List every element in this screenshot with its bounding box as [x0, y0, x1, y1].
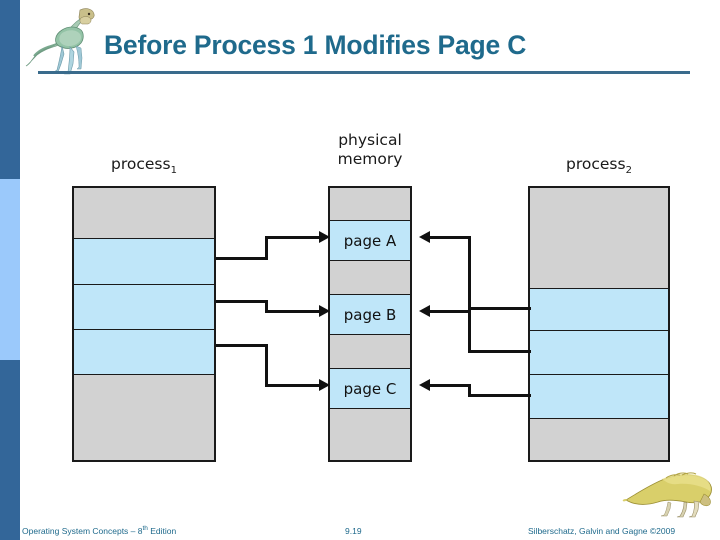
- frame-4: [330, 334, 410, 368]
- process2-band-2: [530, 330, 668, 374]
- connector-p2-b-seg1: [471, 350, 531, 353]
- process2-address-space: [528, 186, 670, 462]
- connector-p2-a-arrowhead: [419, 231, 430, 243]
- left-sidebar-bar: [0, 0, 20, 540]
- dinosaur-mascot-bottom-icon: [622, 472, 712, 518]
- process2-band-0: [530, 188, 668, 288]
- process1-band-0: [74, 188, 214, 238]
- footer-book-title: Operating System Concepts – 8th Edition: [22, 525, 177, 536]
- connector-p2-c-arrowhead: [419, 379, 430, 391]
- connector-p2-b-seg2: [468, 310, 471, 353]
- connector-p1-c-seg1: [216, 344, 268, 347]
- connector-p1-c-seg2: [265, 344, 268, 387]
- frame-2: [330, 260, 410, 294]
- connector-p2-a-seg2: [468, 236, 471, 310]
- slide-title: Before Process 1 Modifies Page C: [104, 30, 527, 60]
- footer-copyright: Silberschatz, Galvin and Gagne ©2009: [528, 526, 676, 536]
- frame-page-b: page B: [330, 294, 410, 334]
- connector-p1-b-seg2: [265, 300, 268, 313]
- frame-page-c: page C: [330, 368, 410, 408]
- connector-p1-b-seg1: [216, 300, 268, 303]
- connector-p2-c-seg1: [471, 394, 531, 397]
- connector-p2-c-seg2: [468, 384, 471, 397]
- left-sidebar-accent: [0, 179, 20, 360]
- connector-p1-c-seg3: [265, 384, 322, 387]
- process1-band-3: [74, 329, 214, 374]
- connector-p1-a-seg2: [265, 236, 268, 260]
- process1-address-space: [72, 186, 216, 462]
- process2-label: process2: [566, 155, 632, 177]
- physical-memory-frames: page A page B page C: [328, 186, 412, 462]
- physical-memory-label: physical memory: [337, 131, 403, 168]
- title-underline-rule: [38, 71, 690, 74]
- connector-p1-a-seg3: [265, 236, 322, 239]
- frame-page-a: page A: [330, 220, 410, 260]
- process1-band-4: [74, 374, 214, 460]
- connector-p2-a-seg1: [471, 307, 531, 310]
- connector-p2-b-seg3: [430, 310, 471, 313]
- connector-p2-c-seg3: [430, 384, 471, 387]
- footer-slide-number: 9.19: [345, 526, 362, 536]
- slide-footer: Operating System Concepts – 8th Edition …: [0, 510, 720, 540]
- process1-band-2: [74, 284, 214, 329]
- connector-p1-b-seg3: [265, 310, 322, 313]
- frame-0: [330, 188, 410, 220]
- connector-p2-a-seg3: [430, 236, 471, 239]
- page-c-label: page C: [343, 379, 397, 398]
- connector-p1-a-arrowhead: [319, 231, 330, 243]
- process2-band-3: [530, 374, 668, 418]
- process2-band-4: [530, 418, 668, 460]
- page-a-label: page A: [343, 231, 397, 250]
- connector-p2-b-arrowhead: [419, 305, 430, 317]
- connector-p1-a-seg1: [216, 257, 268, 260]
- connector-p1-b-arrowhead: [319, 305, 330, 317]
- process1-band-1: [74, 238, 214, 284]
- process1-label: process1: [111, 155, 177, 177]
- page-b-label: page B: [343, 305, 397, 324]
- frame-6: [330, 408, 410, 460]
- connector-p1-c-arrowhead: [319, 379, 330, 391]
- dinosaur-mascot-icon: [25, 8, 95, 75]
- process2-band-1: [530, 288, 668, 330]
